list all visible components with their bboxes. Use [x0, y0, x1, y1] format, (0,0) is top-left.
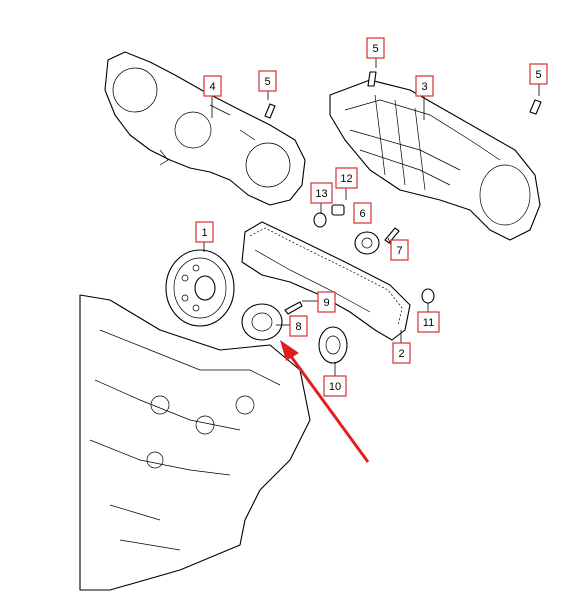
callout-11-label: 11	[423, 317, 434, 329]
callout-9: 9	[317, 291, 336, 313]
callout-3: 3	[415, 75, 434, 97]
callout-7-label: 7	[396, 245, 402, 257]
callout-10-label: 10	[329, 381, 341, 393]
tensioner-roller	[241, 303, 283, 341]
callout-5-top: 5	[366, 37, 385, 59]
crankshaft-sprocket	[318, 326, 348, 364]
callout-8-label: 8	[295, 321, 301, 333]
callout-13-label: 13	[315, 188, 327, 200]
callout-12-label: 12	[340, 173, 352, 185]
callout-2-label: 2	[398, 348, 404, 360]
callout-5-right-label: 5	[535, 69, 541, 81]
callout-11: 11	[417, 311, 440, 333]
callout-9-label: 9	[323, 297, 329, 309]
callout-4: 4	[203, 75, 222, 97]
callout-2: 2	[392, 342, 411, 364]
timing-belt	[241, 221, 411, 341]
small-hardware	[313, 204, 435, 304]
callout-1: 1	[195, 221, 214, 243]
callout-8: 8	[289, 315, 308, 337]
callout-5-left-label: 5	[264, 76, 270, 88]
front-timing-cover	[329, 79, 541, 241]
callout-4-label: 4	[209, 81, 215, 93]
idler-roller	[354, 231, 380, 255]
callout-1-label: 1	[201, 227, 207, 239]
callout-5-left: 5	[258, 70, 277, 92]
callout-6: 6	[353, 202, 372, 224]
camshaft-sprocket	[165, 249, 235, 327]
red-pointer-arrow	[280, 340, 370, 463]
callout-10: 10	[323, 375, 347, 397]
callout-13: 13	[310, 182, 333, 204]
callout-5-right: 5	[529, 63, 548, 85]
rear-timing-cover	[104, 51, 306, 206]
callout-12: 12	[335, 167, 358, 189]
callout-6-label: 6	[359, 208, 365, 220]
callout-3-label: 3	[421, 81, 427, 93]
cylinder-head	[79, 294, 311, 591]
callout-5-top-label: 5	[372, 43, 378, 55]
callout-7: 7	[390, 239, 409, 261]
